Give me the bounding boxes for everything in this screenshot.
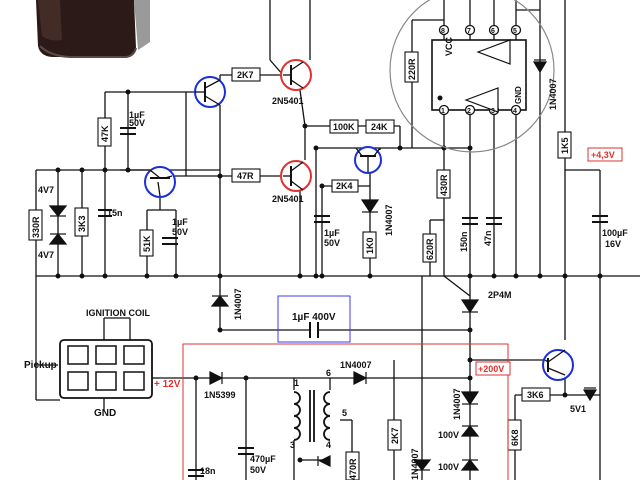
label-47n: 47n bbox=[483, 230, 493, 246]
label-1uf-c: 1µF bbox=[172, 217, 188, 227]
label-ic-vcc: VCC bbox=[444, 36, 454, 56]
label-2p4m: 2P4M bbox=[488, 290, 512, 300]
label-pin-4: 4 bbox=[513, 108, 517, 115]
label-pickup: Pickup bbox=[24, 360, 57, 371]
label-220r: 220R bbox=[407, 58, 417, 80]
label-6k8: 6K8 bbox=[510, 429, 520, 446]
cdi-module-photo bbox=[0, 0, 150, 58]
label-200v: +200V bbox=[478, 364, 504, 374]
label-pin-5: 5 bbox=[513, 28, 517, 35]
transistor-right bbox=[542, 349, 574, 381]
capacitors bbox=[98, 127, 608, 477]
label-1n4007-c: 1N4007 bbox=[233, 288, 243, 320]
label-2n5401-b: 2N5401 bbox=[272, 194, 304, 204]
label-50v-a: 50V bbox=[129, 118, 145, 128]
label-coil-1: 1 bbox=[294, 378, 299, 388]
label-1n5399: 1N5399 bbox=[204, 390, 236, 400]
label-100k: 100K bbox=[333, 122, 355, 132]
label-1k0: 1K0 bbox=[365, 237, 375, 254]
label-3k3: 3K3 bbox=[77, 215, 87, 232]
label-2k7-top: 2K7 bbox=[237, 70, 254, 80]
highlight-box-blue bbox=[277, 295, 351, 343]
label-1uf-a: 1µF bbox=[129, 110, 145, 120]
label-pin-7: 7 bbox=[467, 28, 471, 35]
highlight-box-red bbox=[182, 343, 509, 480]
label-3k6: 3K6 bbox=[527, 390, 544, 400]
label-2n5401-a: 2N5401 bbox=[272, 96, 304, 106]
label-47r: 47R bbox=[237, 171, 254, 181]
label-1k5: 1K5 bbox=[560, 137, 570, 154]
resistors bbox=[28, 51, 572, 480]
connector-plug bbox=[59, 317, 153, 399]
diodes bbox=[48, 59, 598, 471]
transformer bbox=[293, 390, 331, 442]
transistor-pnp-bottom bbox=[280, 160, 312, 192]
transistor-npn-upper bbox=[194, 76, 226, 108]
label-4v3: +4,3V bbox=[591, 150, 615, 160]
voltage-box-4v3 bbox=[587, 147, 623, 162]
label-coil-6: 6 bbox=[326, 368, 331, 378]
junction-dots bbox=[55, 89, 603, 463]
label-1uf-b: 1µF bbox=[324, 228, 340, 238]
label-50v-d: 50V bbox=[250, 465, 266, 475]
label-2k4: 2K4 bbox=[336, 181, 353, 191]
label-ic-gnd: GND bbox=[514, 86, 523, 104]
label-4v7-a: 4V7 bbox=[38, 185, 54, 195]
label-15n: 15n bbox=[107, 208, 123, 218]
transistor-small-pnp bbox=[354, 146, 382, 174]
ic-chip bbox=[431, 24, 527, 116]
label-1n4007-b: 1N4007 bbox=[548, 78, 558, 110]
label-620r: 620R bbox=[425, 238, 435, 260]
label-pin-8: 8 bbox=[441, 28, 445, 35]
label-pin-6: 6 bbox=[491, 28, 495, 35]
label-16v: 16V bbox=[605, 239, 621, 249]
label-470r: 470R bbox=[348, 458, 358, 480]
label-24k: 24K bbox=[371, 122, 388, 132]
label-gnd: GND bbox=[94, 408, 116, 419]
label-470uf: 470µF bbox=[250, 454, 276, 464]
label-plus-12v: + 12V bbox=[154, 379, 181, 390]
label-pin-2: 2 bbox=[467, 108, 471, 115]
label-50v-c: 50V bbox=[172, 227, 188, 237]
label-1uf-400v: 1µF 400V bbox=[292, 312, 336, 323]
label-47k: 47K bbox=[100, 125, 110, 142]
label-ignition-coil: IGNITION COIL bbox=[86, 308, 151, 318]
label-pin-3: 3 bbox=[491, 108, 495, 115]
component-labels: 2K7 2N5401 2N5401 47R 47K 1µF 50V 100K 2… bbox=[24, 28, 628, 480]
label-100v-b: 100V bbox=[438, 462, 459, 472]
label-1n4007-e: 1N4007 bbox=[452, 388, 462, 420]
label-1n4007-d: 1N4007 bbox=[340, 360, 372, 370]
label-330r: 330R bbox=[31, 216, 41, 238]
label-4v7-b: 4V7 bbox=[38, 250, 54, 260]
label-100v-a: 100V bbox=[438, 430, 459, 440]
label-2k7-low: 2K7 bbox=[390, 427, 400, 444]
label-50v-b: 50V bbox=[324, 238, 340, 248]
label-pin-1: 1 bbox=[441, 108, 445, 115]
label-coil-3: 3 bbox=[290, 440, 295, 450]
label-coil-4: 4 bbox=[326, 440, 331, 450]
label-1n4007-a: 1N4007 bbox=[384, 204, 394, 236]
label-51k: 51K bbox=[142, 235, 152, 252]
label-1n4007-f: 1N4007 bbox=[410, 448, 420, 480]
label-18n: 18n bbox=[200, 466, 216, 476]
label-150n: 150n bbox=[459, 231, 469, 252]
label-430r: 430R bbox=[439, 174, 449, 196]
transistor-npn-lower bbox=[144, 166, 176, 198]
transistor-pnp-top bbox=[280, 59, 312, 91]
voltage-box-200v bbox=[475, 361, 511, 376]
label-100uf: 100µF bbox=[602, 228, 628, 238]
label-coil-5: 5 bbox=[342, 408, 347, 418]
label-5v1: 5V1 bbox=[570, 404, 586, 414]
magnifier-circle bbox=[389, 0, 555, 153]
